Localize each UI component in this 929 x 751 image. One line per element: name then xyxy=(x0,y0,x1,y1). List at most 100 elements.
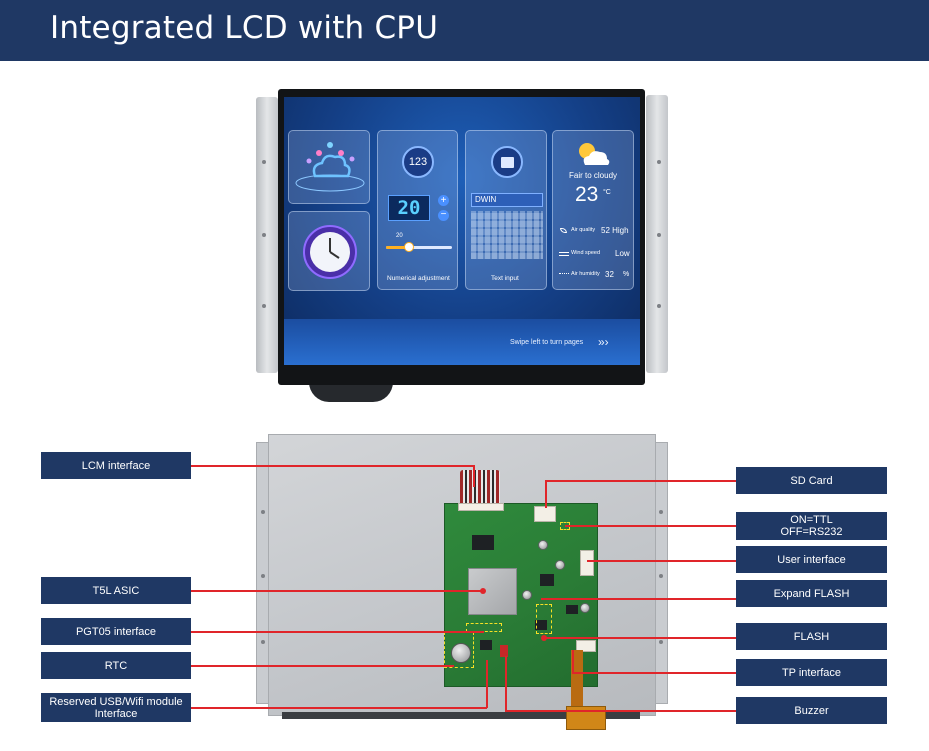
label-reserved-usb: Reserved USB/Wifi module Interface xyxy=(41,693,191,722)
leader-lcm-drop xyxy=(473,465,475,487)
flash-highlight xyxy=(536,604,552,634)
ic-chip xyxy=(535,620,547,630)
slider-knob[interactable] xyxy=(404,242,415,252)
capacitor xyxy=(522,590,532,600)
minus-icon: − xyxy=(440,209,447,220)
air-humidity-unit: % xyxy=(623,271,630,278)
mount-hole xyxy=(262,160,266,164)
wind-icon xyxy=(559,252,569,256)
temperature-value: 23 xyxy=(575,183,599,206)
pgt05-highlight xyxy=(466,623,502,632)
mount-hole xyxy=(262,304,266,308)
tp-flex-cable xyxy=(571,650,583,710)
value-display: 20 xyxy=(388,195,430,221)
leaf-icon xyxy=(560,228,567,233)
air-quality-value: 52 High xyxy=(601,226,629,235)
leader-tp xyxy=(572,672,736,674)
sd-card-slot xyxy=(534,506,556,522)
leader-t5l xyxy=(191,590,483,592)
leader-lcm xyxy=(191,465,474,467)
ic-chip xyxy=(540,574,554,586)
lcm-connector xyxy=(458,503,504,511)
page-title: Integrated LCD with CPU xyxy=(50,10,439,46)
text-input-caption: Text input xyxy=(491,275,519,282)
mount-hole xyxy=(659,640,663,644)
minus-button[interactable]: − xyxy=(438,210,449,221)
label-tp-interface: TP interface xyxy=(736,659,887,686)
weather-sun-cloud-icon xyxy=(579,143,610,165)
slider-value-label: 20 xyxy=(396,233,403,239)
screen-bottom-band xyxy=(284,319,640,365)
left-mounting-bracket xyxy=(256,97,278,373)
number-123-icon: 123 xyxy=(402,146,434,178)
label-user-interface: User interface xyxy=(736,546,887,573)
dot-t5l xyxy=(480,588,486,594)
label-on-off-switch: ON=TTL OFF=RS232 xyxy=(736,512,887,540)
leader-usb-rise xyxy=(486,660,488,708)
leader-buzzer-rise xyxy=(505,656,507,711)
mount-hole xyxy=(261,574,265,578)
mount-hole xyxy=(657,160,661,164)
lcd-screen[interactable]: 123 20 + − 20 Numerical adjustment DWIN … xyxy=(284,97,640,365)
cloud-card[interactable] xyxy=(288,130,370,204)
ic-chip xyxy=(566,605,578,614)
clock-icon xyxy=(303,225,357,279)
tp-connector xyxy=(576,640,596,652)
mount-hole xyxy=(261,640,265,644)
text-input-value: DWIN xyxy=(475,195,497,204)
wind-speed-value: Low xyxy=(615,249,630,258)
mount-hole xyxy=(657,233,661,237)
label-expand-flash: Expand FLASH xyxy=(736,580,887,607)
mount-hole xyxy=(261,510,265,514)
weather-condition: Fair to cloudy xyxy=(569,171,618,180)
leader-user xyxy=(587,560,736,562)
weather-card[interactable]: Fair to cloudy 23 °C Air quality 52 High… xyxy=(552,130,634,290)
plus-button[interactable]: + xyxy=(438,195,449,206)
back-bottom-edge xyxy=(282,712,640,719)
slider-fill xyxy=(386,246,410,249)
label-flash: FLASH xyxy=(736,623,887,650)
numerical-card[interactable]: 123 20 + − 20 Numerical adjustment xyxy=(377,130,458,290)
label-buzzer: Buzzer xyxy=(736,697,887,724)
rtc-battery xyxy=(451,643,471,663)
leader-rtc xyxy=(191,665,454,667)
air-humidity-label: Air humidity xyxy=(571,271,600,277)
leader-tp-rise xyxy=(572,650,574,673)
leader-expand-flash xyxy=(541,598,736,600)
user-interface-connector xyxy=(580,550,594,576)
text-input-card[interactable]: DWIN Text input xyxy=(465,130,547,290)
label-lcm-interface: LCM interface xyxy=(41,452,191,479)
leader-sd-drop xyxy=(545,480,547,508)
air-quality-label: Air quality xyxy=(571,227,596,233)
lcm-ribbon-cable xyxy=(460,470,500,504)
plus-icon: + xyxy=(440,195,447,206)
leader-buzzer xyxy=(505,710,736,712)
keyboard-grid[interactable] xyxy=(471,211,543,259)
capacitor xyxy=(580,603,590,613)
clock-card[interactable] xyxy=(288,211,370,291)
dot-flash xyxy=(541,635,547,641)
temperature-unit: °C xyxy=(603,189,611,196)
humidity-icon xyxy=(559,273,569,277)
leader-switch xyxy=(565,525,736,527)
air-humidity-value: 32 xyxy=(605,270,614,279)
header-bar: Integrated LCD with CPU xyxy=(0,0,929,61)
wind-speed-label: Wind speed xyxy=(571,250,601,256)
capacitor xyxy=(538,540,548,550)
numerical-caption: Numerical adjustment xyxy=(387,275,450,282)
cloud-network-icon xyxy=(295,142,365,192)
mount-hole xyxy=(657,304,661,308)
value-display-text: 20 xyxy=(397,197,421,219)
rtc-highlight xyxy=(444,632,474,668)
mount-hole xyxy=(659,574,663,578)
chevrons-right-icon[interactable]: »› xyxy=(598,335,609,349)
label-rtc: RTC xyxy=(41,652,191,679)
text-input-field[interactable]: DWIN xyxy=(471,193,543,207)
flex-cable xyxy=(309,382,393,402)
ic-chip xyxy=(480,640,492,650)
capacitor xyxy=(555,560,565,570)
leader-usb xyxy=(191,707,487,709)
slider-track[interactable] xyxy=(386,246,452,249)
leader-pgt05 xyxy=(191,631,484,633)
leader-flash xyxy=(544,637,736,639)
